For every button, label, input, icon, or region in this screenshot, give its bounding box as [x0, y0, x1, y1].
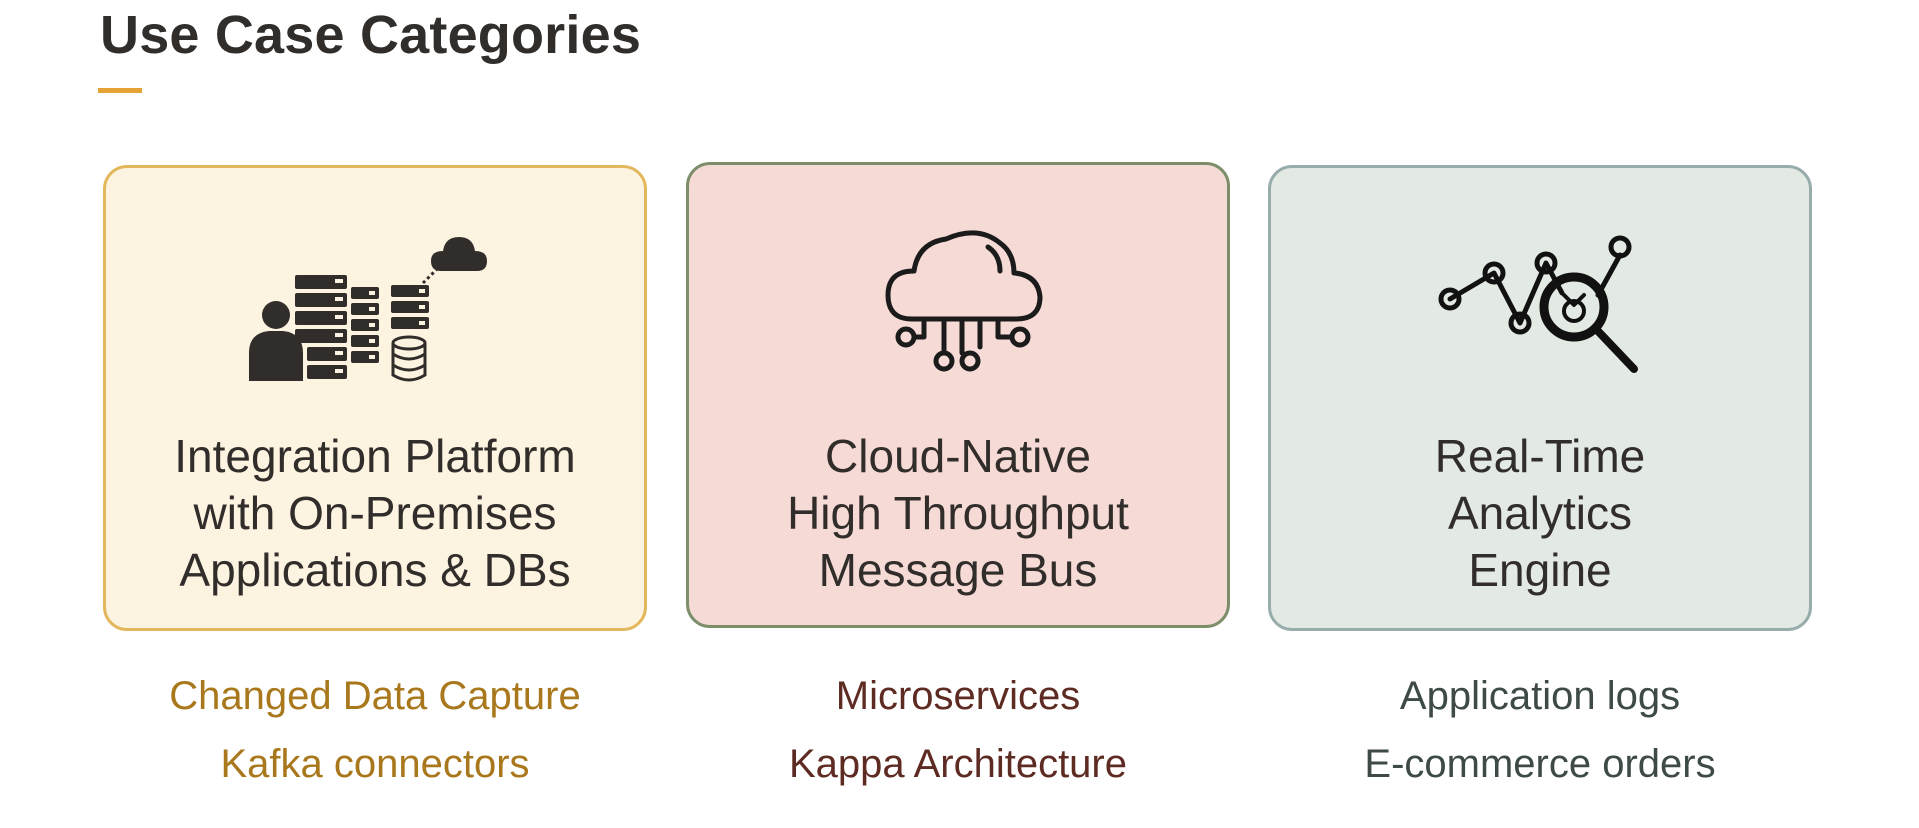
card-integration-platform: Integration Platform with On-Premises Ap…	[103, 165, 647, 631]
card-label: Cloud-Native High Throughput Message Bus	[787, 430, 1129, 596]
example-ecommerce-orders: E-commerce orders	[1364, 742, 1716, 786]
servers-user-cloud-icon	[249, 237, 487, 382]
example-kafka-connectors: Kafka connectors	[220, 742, 530, 786]
card-label: Real-Time Analytics Engine	[1434, 430, 1646, 596]
card-cloud-native: Cloud-Native High Throughput Message Bus	[686, 162, 1230, 628]
card-label: Integration Platform with On-Premises Ap…	[174, 430, 576, 596]
example-changed-data-capture: Changed Data Capture	[169, 674, 581, 718]
card-real-time-analytics: Real-Time Analytics Engine	[1268, 165, 1812, 631]
analytics-magnifier-icon	[1438, 235, 1638, 373]
example-kappa-architecture: Kappa Architecture	[789, 742, 1127, 786]
example-microservices: Microservices	[835, 674, 1081, 718]
example-application-logs: Application logs	[1399, 674, 1681, 718]
title-underline	[98, 88, 142, 93]
page-title: Use Case Categories	[100, 5, 642, 65]
cloud-circuit-icon	[885, 230, 1043, 372]
